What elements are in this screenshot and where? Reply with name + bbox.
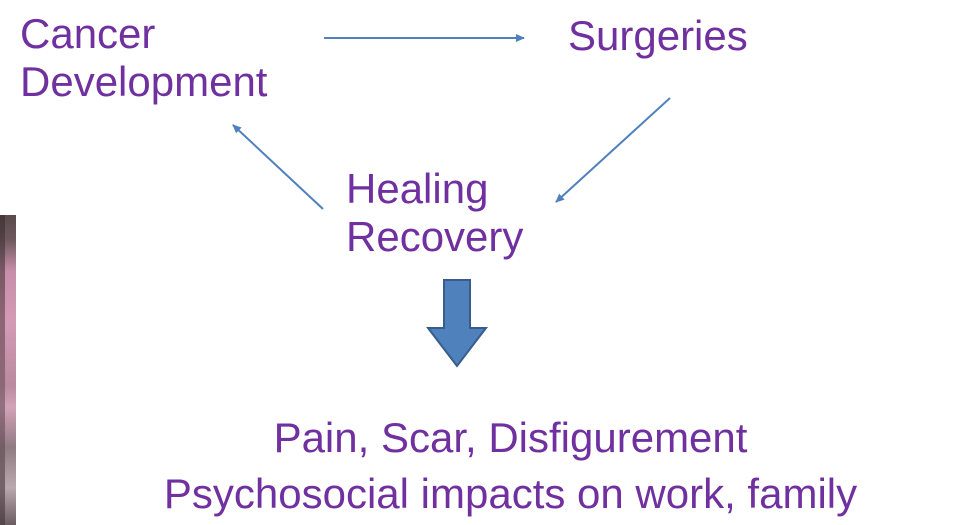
outcome-line-2: Psychosocial impacts on work, family	[0, 470, 961, 518]
node-cancer-line1: Cancer	[20, 10, 267, 58]
arrow-surgeries-to-healing	[556, 98, 670, 202]
outcome-line-1: Pain, Scar, Disfigurement	[0, 414, 961, 462]
arrow-healing-to-cancer	[233, 125, 323, 209]
node-cancer-development: Cancer Development	[20, 10, 267, 106]
node-cancer-line2: Development	[20, 58, 267, 106]
node-surgeries-label: Surgeries	[568, 12, 748, 59]
node-healing-line1: Healing	[346, 165, 523, 213]
node-healing-recovery: Healing Recovery	[346, 165, 523, 261]
node-surgeries: Surgeries	[568, 12, 748, 60]
node-healing-line2: Recovery	[346, 213, 523, 261]
down-arrow-icon	[428, 280, 486, 366]
